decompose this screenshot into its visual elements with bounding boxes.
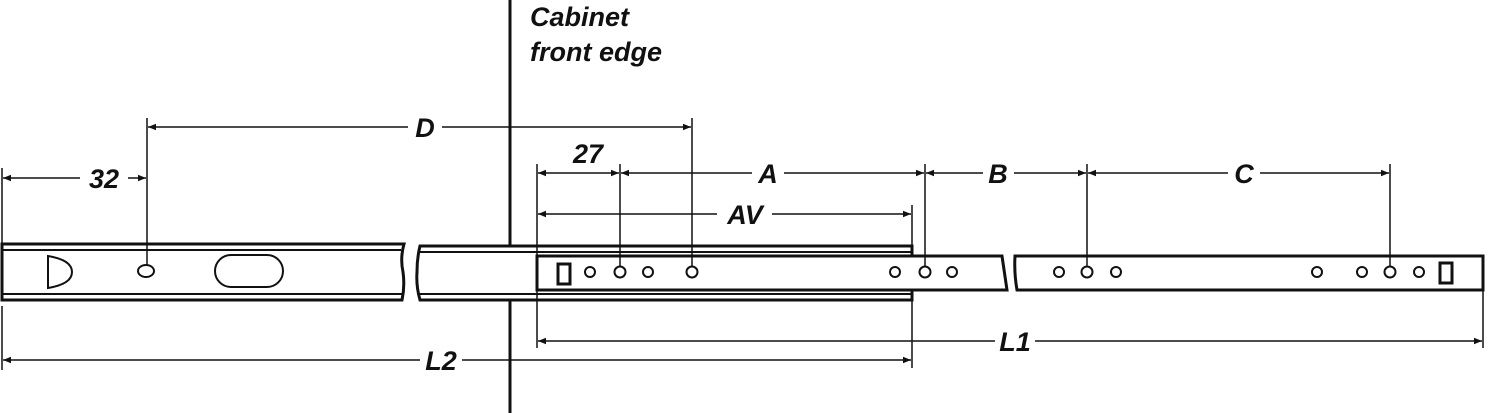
dimension-a: A xyxy=(621,159,924,189)
inner-member-segment-right xyxy=(1013,254,1485,292)
dimension-b: B xyxy=(926,159,1086,189)
extension-lines xyxy=(1,118,1484,370)
dimension-d-label: D xyxy=(415,113,435,143)
dimension-av: AV xyxy=(538,200,911,230)
dimension-32: 32 xyxy=(3,164,146,194)
dimension-l1: L1 xyxy=(538,327,1482,357)
mounting-hole-oval xyxy=(137,264,155,278)
dimension-l2-label: L2 xyxy=(425,346,457,376)
dimension-l1-label: L1 xyxy=(999,327,1031,357)
dimension-a-label: A xyxy=(757,159,778,189)
dimension-b-label: B xyxy=(988,159,1008,189)
dimension-c: C xyxy=(1088,159,1389,189)
cabinet-label-line1: Cabinet xyxy=(530,2,630,32)
dimension-av-label: AV xyxy=(726,200,764,230)
dimension-27: 27 xyxy=(538,139,619,177)
dimension-c-label: C xyxy=(1234,159,1254,189)
dimension-27-label: 27 xyxy=(572,139,605,169)
cabinet-label-line2: front edge xyxy=(530,37,662,67)
inner-member-segment-left xyxy=(535,254,1009,292)
slot-cutout xyxy=(214,254,284,288)
dimension-32-label: 32 xyxy=(89,164,119,194)
dimension-l2: L2 xyxy=(3,346,911,376)
d-shaped-cutout-icon xyxy=(47,254,74,290)
outer-rail-segment-left xyxy=(0,242,406,302)
dimension-d: D xyxy=(148,113,691,143)
